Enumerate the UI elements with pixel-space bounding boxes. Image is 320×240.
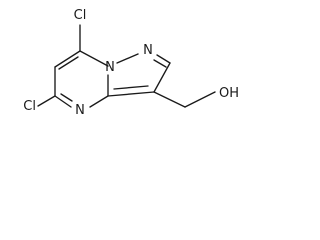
bond-c7-c6 xyxy=(54,50,81,68)
bond-n2-c2-inner xyxy=(153,59,167,68)
bond-c2-c3 xyxy=(153,62,171,93)
bond-n2-c2 xyxy=(156,54,171,64)
bond-c3-ch2 xyxy=(153,91,186,108)
bond-c3-c3a-inner xyxy=(113,85,149,90)
bond-c3-c3a xyxy=(107,91,155,97)
chemical-structure-diagram: Cl Cl N N N OH xyxy=(23,8,239,118)
atom-cl-top: Cl xyxy=(74,8,87,23)
bond-c7-c6-inner xyxy=(58,56,79,70)
atom-n-pyrazole: N xyxy=(143,43,153,58)
atom-labels: Cl Cl N N N OH xyxy=(23,8,239,118)
atom-n-bridge: N xyxy=(105,60,115,75)
bond-c7-n-bridge xyxy=(79,50,109,67)
bond-ch2-oh xyxy=(184,91,216,108)
bond-c5-n4-inner xyxy=(60,93,73,102)
bond-c5-cl xyxy=(37,95,56,107)
atom-hydroxyl: OH xyxy=(219,86,239,101)
atom-cl-left: Cl xyxy=(23,99,36,114)
bond-c5-n4 xyxy=(54,95,72,108)
atom-n-pyrimidine: N xyxy=(75,103,85,118)
bond-n4-c3a xyxy=(89,95,109,108)
bond-lines xyxy=(37,24,216,108)
bond-n-bridge-n2 xyxy=(116,53,139,64)
